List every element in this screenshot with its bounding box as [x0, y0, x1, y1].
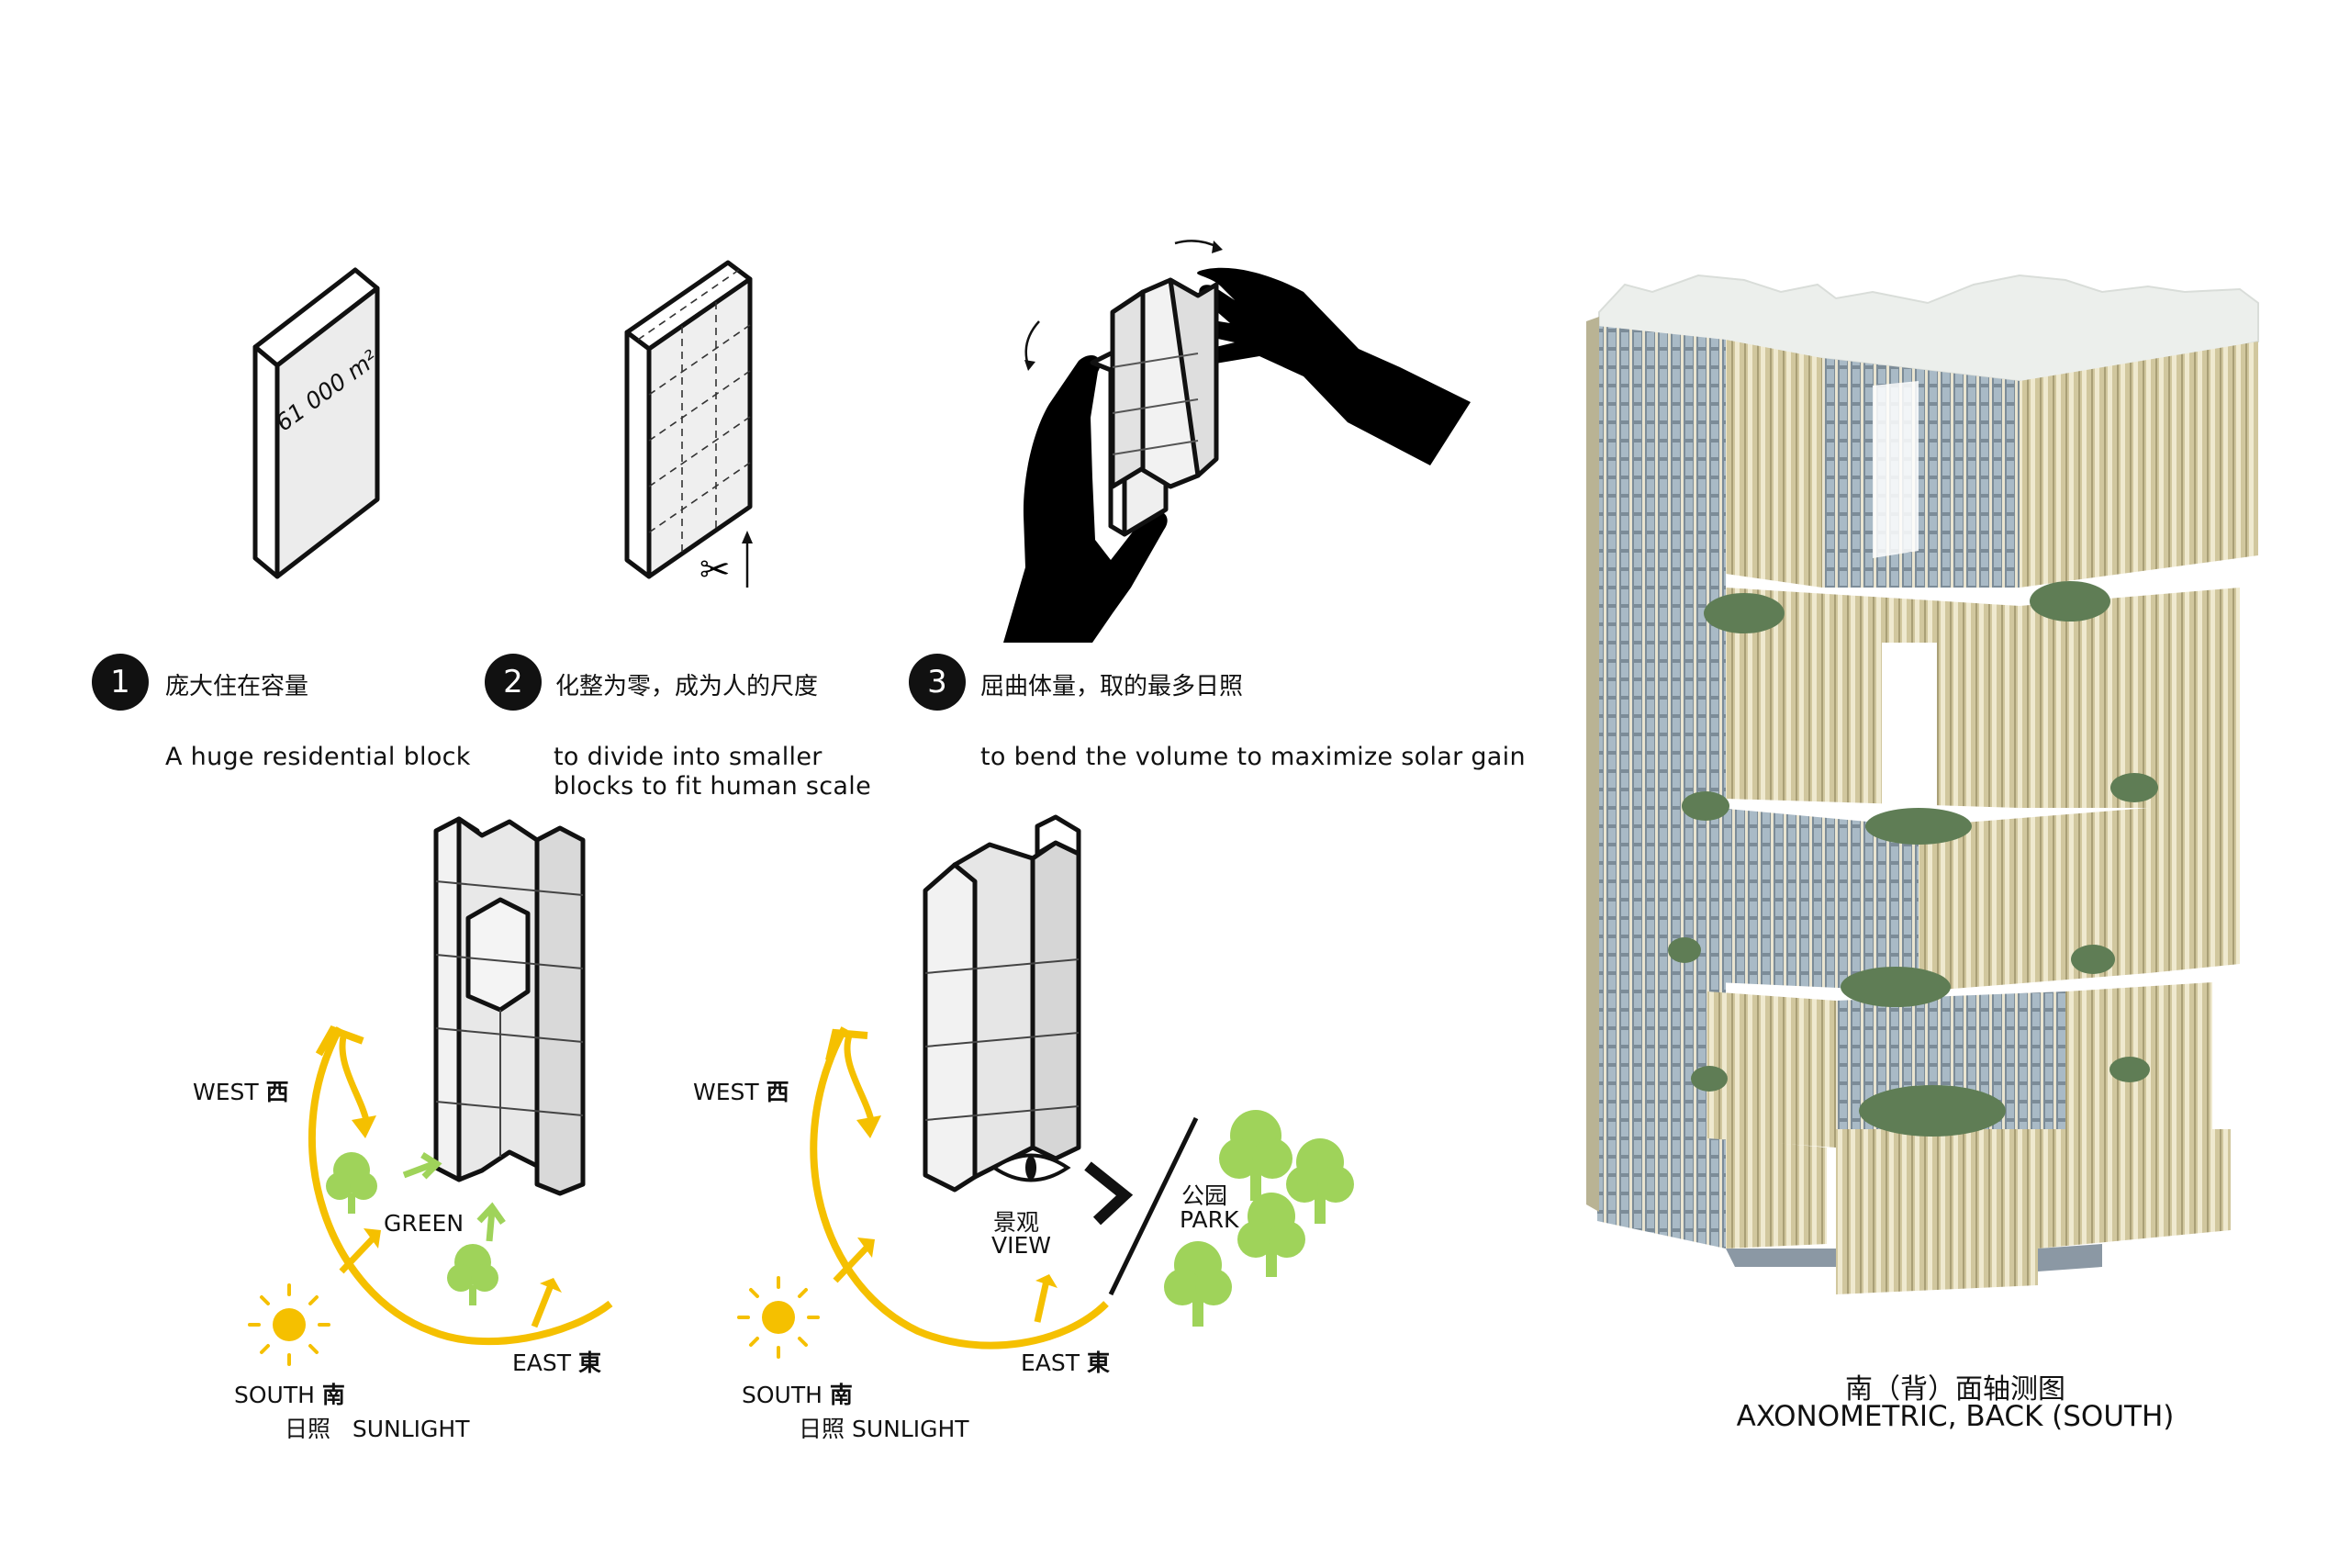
- east-label-left: EAST 東: [512, 1350, 602, 1376]
- rotate-arrow-icon-2: [1212, 241, 1223, 253]
- south-label-left: SOUTH 南: [234, 1382, 345, 1408]
- south-label-right: SOUTH 南: [742, 1382, 853, 1408]
- west-label-left: WEST 西: [193, 1079, 289, 1105]
- step-2-desc-line1: to divide into smaller: [554, 743, 822, 771]
- step-1-desc: A huge residential block: [165, 743, 471, 771]
- sunlight-label-left: 日照 SUNLIGHT: [285, 1416, 470, 1442]
- arrow-up-icon: [742, 531, 753, 543]
- view-arrow-icon: [1084, 1161, 1134, 1226]
- tree-icon-left-1: [326, 1152, 377, 1214]
- tree-icon-park-3: [1237, 1193, 1305, 1277]
- caption-en: AXONOMETRIC, BACK (SOUTH): [1736, 1400, 2175, 1433]
- scissors-icon: ✂: [699, 549, 731, 591]
- divided-block-illustration: ✂: [624, 260, 753, 591]
- tree-icon-left-2: [447, 1244, 498, 1305]
- step-3-title: 屈曲体量，取的最多日照: [980, 673, 1244, 700]
- sun-icon-left: [248, 1283, 330, 1366]
- green-label: GREEN: [384, 1210, 464, 1237]
- green-arrows: [402, 1152, 506, 1242]
- park-label-zh: 公园: [1181, 1182, 1228, 1209]
- sunlight-label-right: 日照 SUNLIGHT: [799, 1416, 969, 1442]
- west-label-right: WEST 西: [693, 1079, 789, 1105]
- solar-diagram-right: [737, 814, 1354, 1359]
- park-label: PARK: [1180, 1206, 1239, 1233]
- rotate-arrow-icon: [1024, 360, 1035, 371]
- solar-diagram-left: [248, 816, 613, 1366]
- huge-block-illustration: [252, 267, 380, 579]
- caption-zh: 南（背）面轴测图: [1845, 1373, 2065, 1406]
- step-1-title: 庞大住在容量: [165, 673, 309, 700]
- eye-icon: [990, 1153, 1071, 1182]
- step-3-number: 3: [909, 654, 966, 711]
- sun-icon-right: [737, 1276, 820, 1359]
- east-label-right: EAST 東: [1021, 1350, 1111, 1376]
- view-label: VIEW: [991, 1232, 1051, 1259]
- tree-icon-park-1: [1219, 1110, 1292, 1201]
- step-1-number: 1: [92, 654, 149, 711]
- tree-icon-park-4: [1164, 1241, 1232, 1327]
- hands-bending-illustration: [1003, 240, 1471, 643]
- tower-axonometric-render: [1586, 274, 2259, 1294]
- step-3-desc: to bend the volume to maximize solar gai…: [980, 743, 1526, 771]
- view-label-zh: 景观: [993, 1209, 1040, 1236]
- step-2-desc-line2: blocks to fit human scale: [554, 772, 871, 801]
- step-2-number: 2: [485, 654, 542, 711]
- step-2-title: 化整为零，成为人的尺度: [555, 673, 819, 700]
- tree-icon-park-2: [1286, 1138, 1354, 1224]
- park-divider: [1108, 1116, 1199, 1296]
